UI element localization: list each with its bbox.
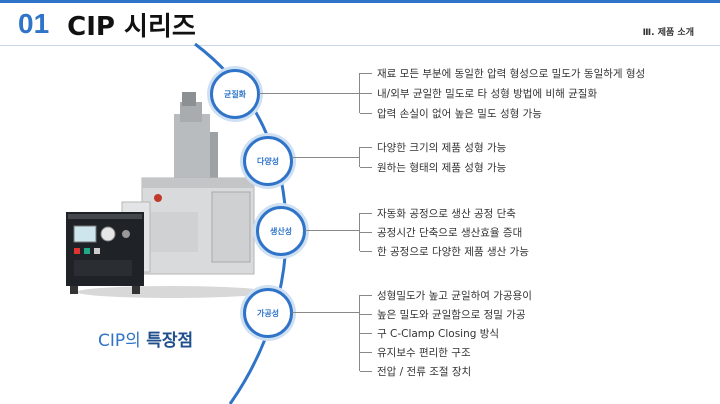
connector-line [305, 230, 359, 231]
feature-label: 가공성 [256, 308, 280, 318]
caption-bold: 특장점 [146, 331, 194, 351]
feature-item: 성형밀도가 높고 균일하여 가공용이 [377, 290, 532, 302]
feature-item: 높은 밀도와 균일함으로 정밀 가공 [377, 309, 526, 321]
feature-node-processability: 가공성 [243, 288, 293, 338]
feature-item: 원하는 형태의 제품 성형 가능 [377, 162, 507, 174]
feature-item: 공정시간 단축으로 생산효율 증대 [377, 227, 523, 239]
section-number: 01 [18, 8, 50, 39]
features-caption: CIP의 특장점 [98, 326, 193, 351]
feature-label: 생산성 [269, 226, 293, 236]
feature-item: 다양한 크기의 제품 성형 가능 [377, 142, 507, 154]
bracket [359, 147, 372, 168]
feature-item: 내/외부 균일한 밀도로 타 성형 방법에 비해 균질화 [377, 88, 598, 100]
cip-machine-image [66, 92, 262, 298]
connector-line [259, 93, 359, 94]
title-text: CIP 시리즈 [67, 11, 196, 42]
feature-label: 균질화 [223, 89, 247, 99]
connector-line [292, 157, 359, 158]
feature-item: 구 C-Clamp Closing 방식 [377, 328, 500, 340]
caption-prefix: CIP의 [98, 331, 147, 351]
top-accent-bar [0, 0, 720, 3]
title-divider [0, 45, 720, 46]
connector-line [292, 312, 359, 313]
feature-node-productivity: 생산성 [256, 206, 306, 256]
section-label: Ⅲ. 제품 소개 [642, 28, 694, 38]
feature-item: 유지보수 편리한 구조 [377, 347, 471, 359]
feature-label: 다양성 [256, 156, 280, 166]
bracket [359, 213, 372, 252]
feature-item: 자동화 공정으로 생산 공정 단축 [377, 208, 516, 220]
bracket [359, 73, 372, 114]
page-title: 01 CIP 시리즈 [18, 2, 196, 46]
feature-item: 압력 손실이 없어 높은 밀도 성형 가능 [377, 108, 542, 120]
feature-node-diversity: 다양성 [243, 136, 293, 186]
feature-node-homogenization: 균질화 [210, 69, 260, 119]
bracket [359, 295, 372, 372]
feature-item: 한 공정으로 다양한 제품 생산 가능 [377, 246, 529, 258]
feature-item: 전압 / 전류 조절 장치 [377, 366, 472, 378]
feature-item: 재료 모든 부분에 동일한 압력 형성으로 밀도가 동일하게 형성 [377, 68, 646, 80]
